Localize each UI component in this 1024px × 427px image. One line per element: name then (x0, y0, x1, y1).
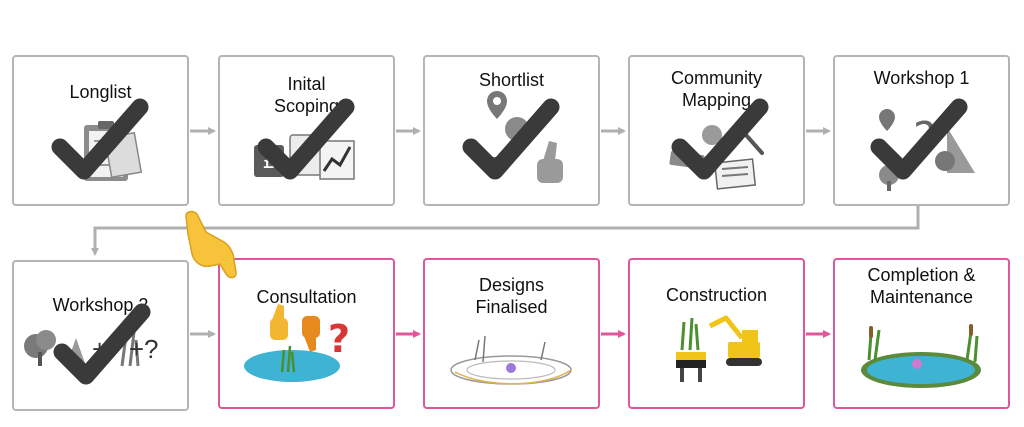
step-label: Shortlist (478, 70, 545, 90)
step-inital-scoping: £ Inital Scoping (218, 55, 395, 206)
step-label: Longlist (69, 82, 132, 102)
step-label: Designs Finalised (475, 275, 548, 317)
step-workshop-1: ? Workshop 1 (833, 55, 1010, 206)
step-label: Workshop 1 (873, 68, 970, 88)
step-longlist: Longlist (12, 55, 189, 206)
arrow-workshop1-to-workshop2 (91, 206, 920, 256)
checkmark-icon (51, 98, 149, 180)
step-construction: Construction (628, 258, 805, 409)
svg-text:?: ? (328, 317, 350, 361)
step-label: Community Mapping (670, 68, 763, 110)
checkmark-icon (462, 98, 560, 180)
step-shortlist: Shortlist (423, 55, 600, 206)
step-label: Inital Scoping (273, 74, 340, 116)
step-community-mapping: Community Mapping (628, 55, 805, 206)
step-consultation: ? Consultation (218, 258, 395, 409)
pond-sketch-icon (450, 335, 572, 385)
step-label: Consultation (256, 287, 357, 307)
step-workshop-2: Workshop 2 + +? (12, 260, 189, 411)
checkmark-icon (870, 98, 968, 180)
checkmark-icon (257, 98, 355, 180)
excavator-barrier-icon (676, 315, 762, 382)
pointing-hand-icon (185, 210, 237, 279)
step-label: Completion & Maintenance (867, 265, 976, 307)
step-label: Construction (665, 285, 768, 305)
checkmark-icon (53, 303, 151, 385)
checkmark-icon (671, 98, 769, 180)
thumbs-pond-question-icon: ? (244, 304, 350, 382)
step-completion-maintenance: Completion & Maintenance (833, 258, 1010, 409)
step-designs-finalised: Designs Finalised (423, 258, 600, 409)
finished-pond-icon (861, 324, 981, 388)
